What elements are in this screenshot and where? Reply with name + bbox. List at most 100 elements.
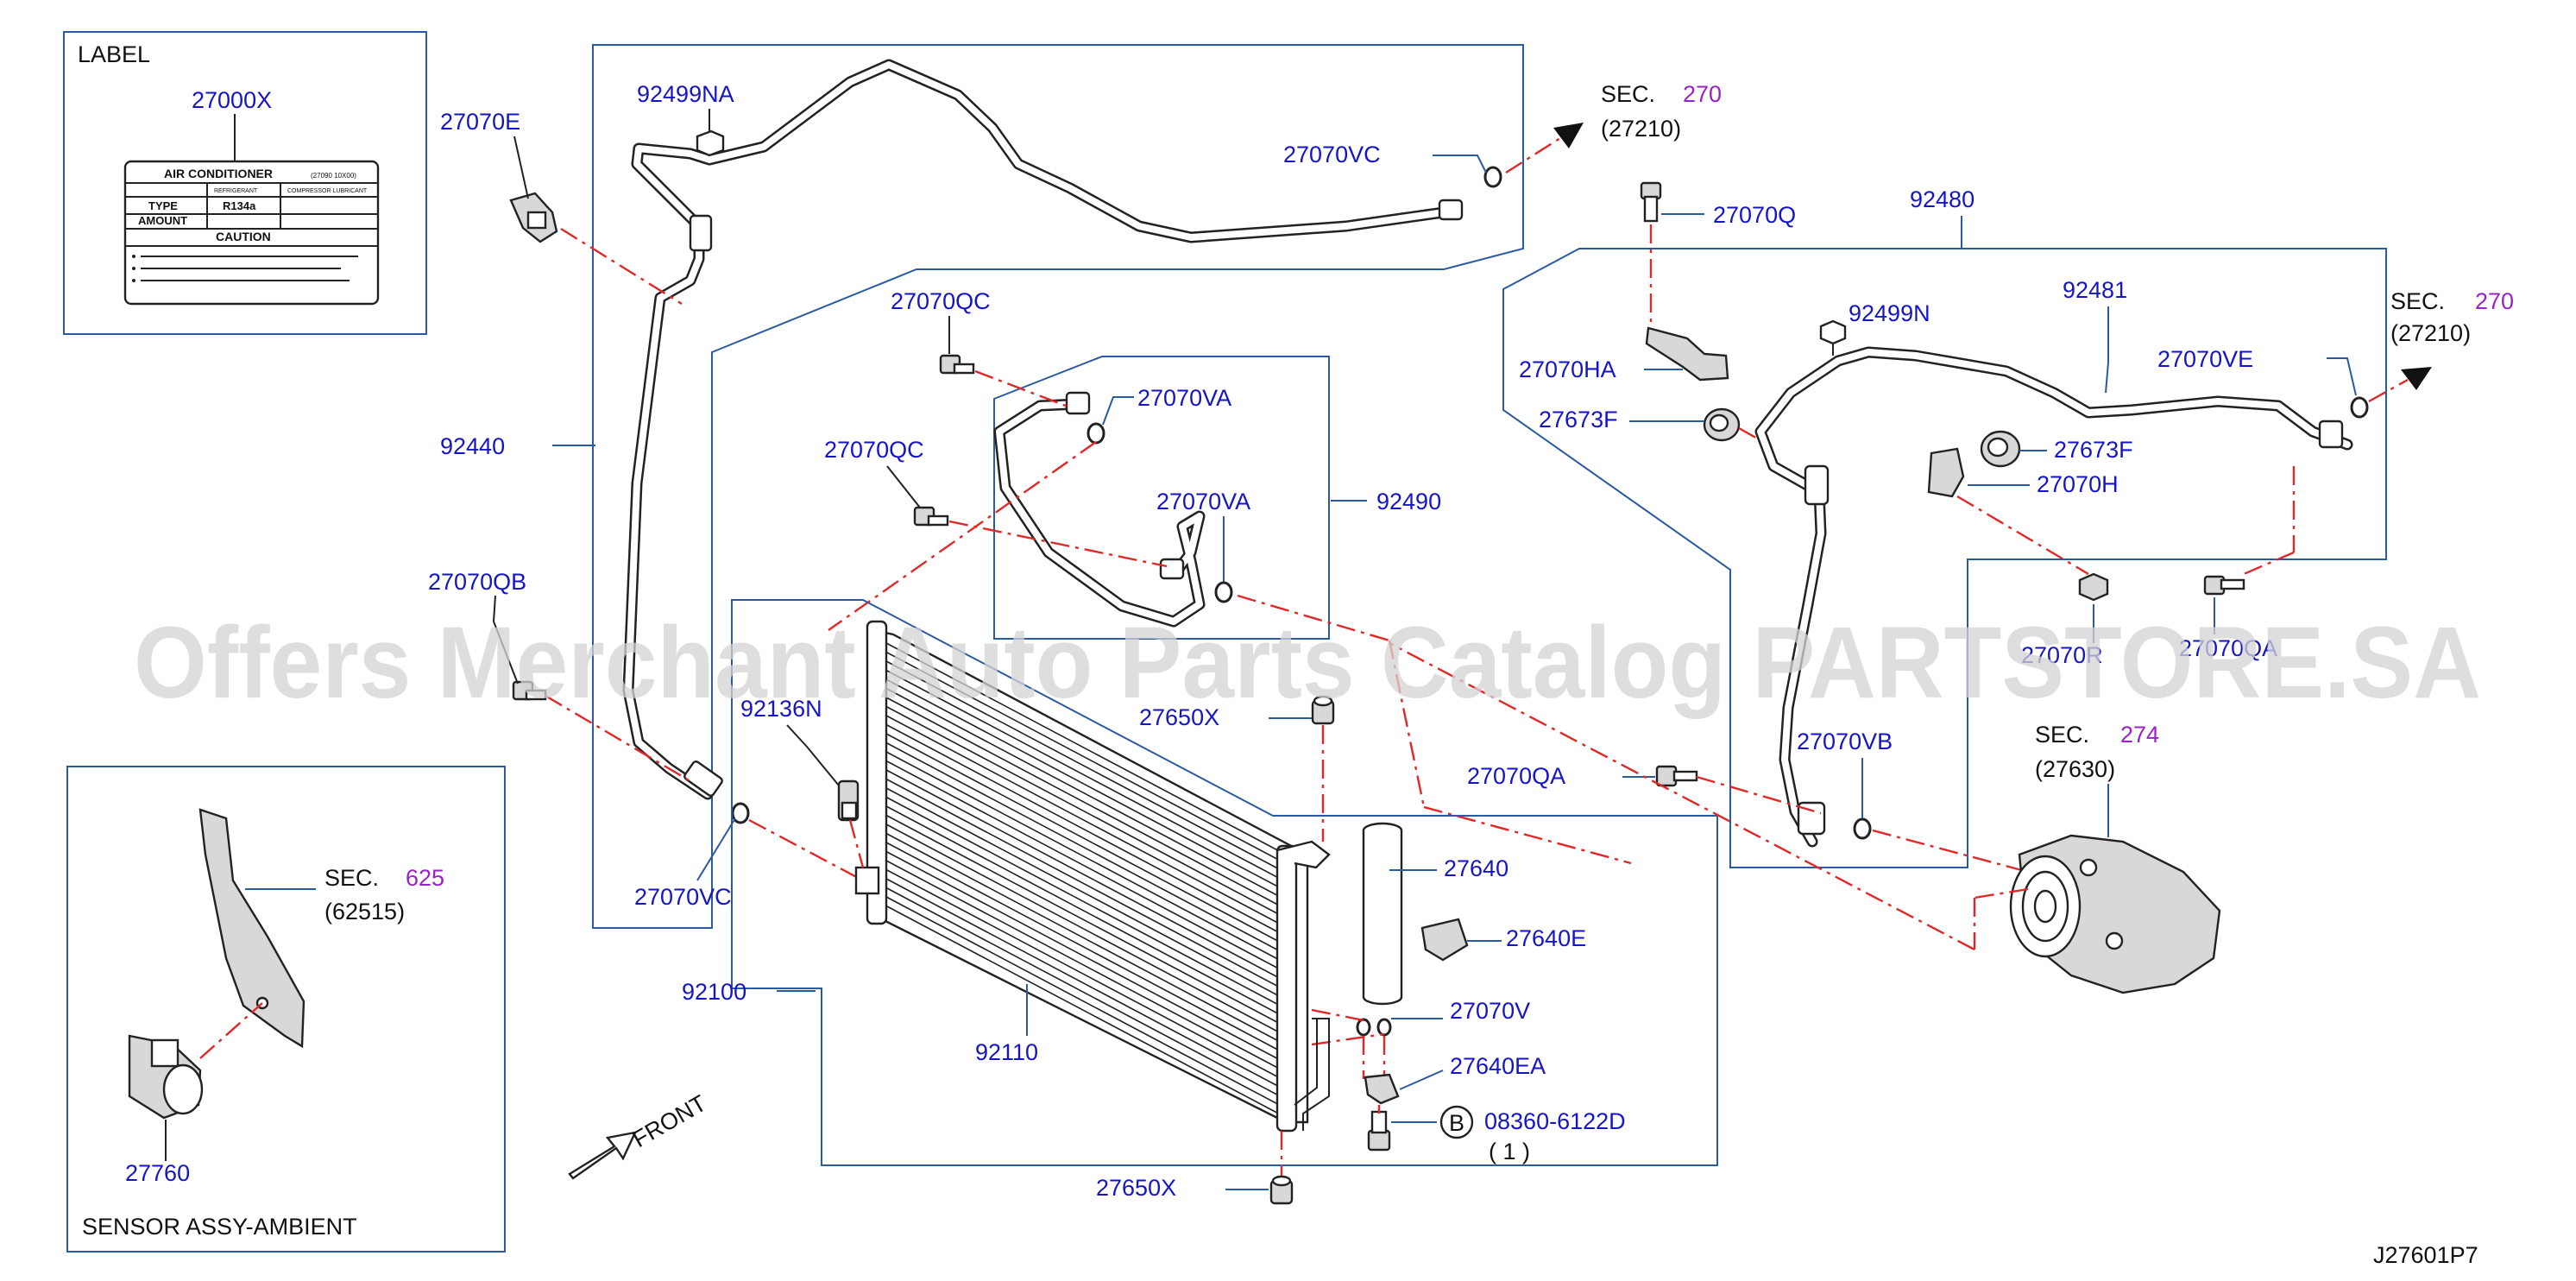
pipe-92440[interactable] <box>622 59 1464 800</box>
condenser-fin-line <box>885 896 1287 1109</box>
label-92490[interactable]: 92490 <box>1376 489 1441 514</box>
oring-27070VC-top[interactable] <box>1483 166 1502 188</box>
label-27070VA-b[interactable]: 27070VA <box>1156 489 1250 514</box>
condenser-fin-line <box>885 723 1287 937</box>
sticker-col-refrigerant: REFRIGERANT <box>214 188 258 194</box>
label-27070VC-top[interactable]: 27070VC <box>1283 142 1381 167</box>
label-27070QC-b[interactable]: 27070QC <box>824 437 924 463</box>
condenser-fin-line <box>885 860 1287 1073</box>
svg-text:(27210): (27210) <box>2390 320 2471 346</box>
label-27640E[interactable]: 27640E <box>1506 925 1586 951</box>
label-27070QC-a[interactable]: 27070QC <box>891 288 991 314</box>
oring-27070V-a[interactable] <box>1356 1018 1371 1037</box>
sensor-sec-number[interactable]: 625 <box>406 865 444 891</box>
label-92100[interactable]: 92100 <box>682 979 746 1005</box>
label-27070QA[interactable]: 27070QA <box>1467 763 1565 789</box>
sensor-sec-ref: (62515) <box>324 899 405 924</box>
condenser-fin-line <box>885 669 1287 883</box>
label-27070QB[interactable]: 27070QB <box>428 569 526 595</box>
label-92481[interactable]: 92481 <box>2063 277 2127 303</box>
mount-27650X-bottom[interactable] <box>1269 1175 1294 1205</box>
mount-27650X-top[interactable] <box>1311 695 1335 725</box>
pipe-92481[interactable] <box>1754 346 2353 848</box>
label-27650X-bottom[interactable]: 27650X <box>1096 1175 1176 1201</box>
bolt-27070Q[interactable] <box>1640 181 1662 223</box>
oring-27070V-b[interactable] <box>1376 1018 1392 1037</box>
oring-27070VB[interactable] <box>1853 817 1872 840</box>
bolt-reference[interactable]: B 08360-6122D ( 1 ) <box>1439 1105 1626 1164</box>
sensor-part-number[interactable]: 27760 <box>125 1160 190 1186</box>
liquid-tank-27640[interactable] <box>1362 822 1403 1006</box>
label-92499N[interactable]: 92499N <box>1849 300 1930 326</box>
bolt-27070QC-b[interactable] <box>913 506 949 527</box>
insulator-27673F-a[interactable] <box>1703 407 1741 442</box>
label-27640EA[interactable]: 27640EA <box>1450 1053 1546 1079</box>
nut-27070R[interactable] <box>2078 572 2109 602</box>
label-box-title: LABEL <box>78 41 150 67</box>
condenser-fin-line <box>885 678 1287 892</box>
oring-27070VA-a[interactable] <box>1086 422 1105 445</box>
oring-27070VA-b[interactable] <box>1214 581 1233 603</box>
compressor[interactable] <box>2009 834 2221 994</box>
insulator-27673F-b[interactable] <box>1980 430 2021 468</box>
hose-92490[interactable] <box>993 391 1206 628</box>
label-27070VC-bottom[interactable]: 27070VC <box>634 884 732 910</box>
condenser-fin-line <box>885 697 1287 910</box>
condenser-fin-line <box>885 905 1287 1119</box>
bolt-08360-6122D[interactable] <box>1367 1110 1391 1152</box>
label-part-number[interactable]: 27000X <box>192 87 272 113</box>
ambient-sensor[interactable] <box>128 1034 204 1120</box>
label-27070V[interactable]: 27070V <box>1450 998 1530 1024</box>
label-27070VB[interactable]: 27070VB <box>1797 729 1893 754</box>
condenser-fin-line <box>885 741 1287 956</box>
label-27640[interactable]: 27640 <box>1444 855 1508 881</box>
label-27070R[interactable]: 27070R <box>2021 642 2103 668</box>
label-27070Q[interactable]: 27070Q <box>1713 202 1796 228</box>
bracket-27070HA[interactable] <box>1645 326 1729 382</box>
bolt-27070QA-right[interactable] <box>2203 575 2245 596</box>
condenser-fin-line <box>885 805 1287 1019</box>
label-27070VA-a[interactable]: 27070VA <box>1137 385 1231 411</box>
sensor-box-title: SENSOR ASSY-AMBIENT <box>82 1214 357 1240</box>
cap-92499NA[interactable] <box>696 129 725 157</box>
switch-92136N[interactable] <box>837 779 860 822</box>
condenser-fin-line <box>885 642 1287 855</box>
front-label: FRONT <box>628 1090 711 1152</box>
oring-27070VE[interactable] <box>2350 396 2369 419</box>
condenser-fins <box>885 642 1287 1119</box>
label-27070HA[interactable]: 27070HA <box>1519 357 1616 382</box>
label-27070H[interactable]: 27070H <box>2037 471 2119 497</box>
label-27070E[interactable]: 27070E <box>440 109 520 135</box>
svg-text:(27210): (27210) <box>1601 116 1681 142</box>
cap-92499N[interactable] <box>1819 319 1847 345</box>
bracket-27070H[interactable] <box>1927 447 1965 498</box>
bracket-27640EA[interactable] <box>1364 1073 1400 1105</box>
label-27070VE[interactable]: 27070VE <box>2157 346 2253 372</box>
label-92110[interactable]: 92110 <box>975 1039 1038 1065</box>
condenser-fin-line <box>885 769 1287 982</box>
bolt-27070QC-a[interactable] <box>939 354 975 375</box>
label-92440[interactable]: 92440 <box>440 433 505 459</box>
sec-270-ref-right[interactable]: SEC. 270 (27210) <box>2390 288 2514 346</box>
label-27070QA-right[interactable]: 27070QA <box>2179 635 2277 661</box>
label-92480[interactable]: 92480 <box>1910 186 1975 212</box>
label-92136N[interactable]: 92136N <box>740 696 822 722</box>
clip-27070E[interactable] <box>509 192 558 243</box>
label-box: LABEL 27000X AIR CONDITIONER (27090 10X0… <box>63 31 427 335</box>
label-27673F-a[interactable]: 27673F <box>1539 407 1618 432</box>
condenser-92110[interactable] <box>854 620 1331 1133</box>
label-27673F-b[interactable]: 27673F <box>2054 437 2133 463</box>
sec-270-ref-top[interactable]: SEC. 270 (27210) <box>1601 81 1722 142</box>
label-27650X-top[interactable]: 27650X <box>1139 704 1219 730</box>
bracket-27640E[interactable] <box>1420 918 1469 962</box>
bolt-27070QA[interactable] <box>1655 765 1698 787</box>
condenser-fin-line <box>885 824 1287 1037</box>
condenser-fin-line <box>885 868 1287 1082</box>
sticker-col-lubricant: COMPRESSOR LUBRICANT <box>287 188 368 194</box>
sticker-code: (27090 10X00) <box>311 172 356 180</box>
bolt-27070QB[interactable] <box>512 680 547 701</box>
sec-274-ref[interactable]: SEC. 274 (27630) <box>2035 722 2159 782</box>
condenser-fin-line <box>885 687 1287 901</box>
svg-text:B: B <box>1449 1110 1464 1136</box>
label-92499NA[interactable]: 92499NA <box>637 81 734 107</box>
